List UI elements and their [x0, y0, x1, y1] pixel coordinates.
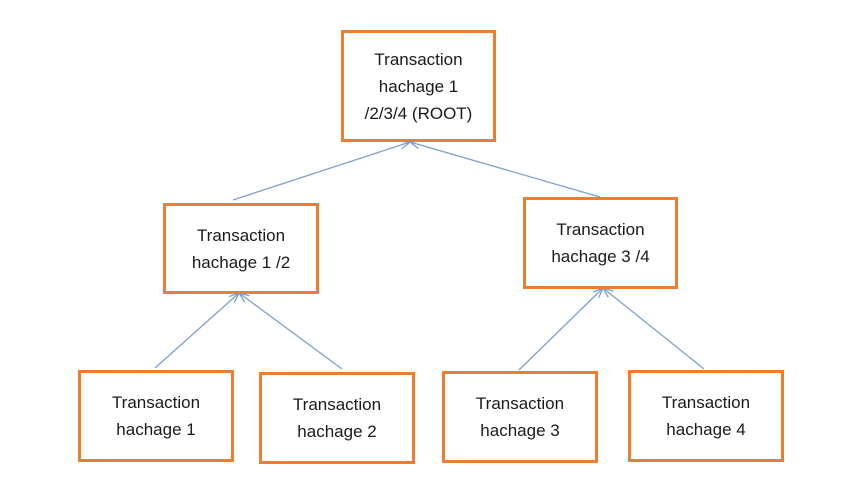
- node-label-line: hachage 3 /4: [551, 247, 650, 266]
- leaf-hash-node-4: Transaction hachage 4: [628, 370, 784, 462]
- node-label-line: Transaction: [374, 49, 463, 69]
- leaf-hash-node-3: Transaction hachage 3: [442, 371, 598, 463]
- node-label-line: Transaction: [292, 395, 382, 414]
- leaf-hash-node-1: Transaction hachage 1: [78, 370, 234, 462]
- hash-node-3-4: Transaction hachage 3 /4: [523, 197, 678, 289]
- edge-h34-to-root: [410, 142, 601, 198]
- node-label-line: hachage 1: [378, 76, 459, 96]
- node-label-line: Transaction: [475, 394, 565, 413]
- root-hash-node: Transaction hachage 1 /2/3/4 (ROOT): [341, 30, 496, 142]
- node-label-line: hachage 1 /2: [191, 252, 291, 272]
- node-label-line: hachage 4: [666, 420, 746, 439]
- hash-node-1-2: Transaction hachage 1 /2: [163, 203, 319, 294]
- node-label-line: hachage 3: [480, 421, 560, 440]
- leaf-hash-node-2: Transaction hachage 2: [259, 372, 415, 464]
- edge-h2-to-h12: [239, 293, 343, 370]
- edge-h4-to-h34: [603, 288, 705, 370]
- node-label-line: hachage 2: [297, 422, 377, 441]
- node-label-line: hachage 1: [116, 420, 196, 439]
- node-label-line: /2/3/4 (ROOT): [364, 103, 473, 123]
- node-label-line: Transaction: [196, 225, 286, 245]
- node-label-line: Transaction: [661, 393, 751, 412]
- edge-h1-to-h12: [154, 293, 239, 369]
- node-label-line: Transaction: [556, 220, 645, 239]
- edge-h12-to-root: [232, 142, 410, 201]
- edge-h3-to-h34: [518, 288, 603, 371]
- node-label-line: Transaction: [111, 393, 201, 412]
